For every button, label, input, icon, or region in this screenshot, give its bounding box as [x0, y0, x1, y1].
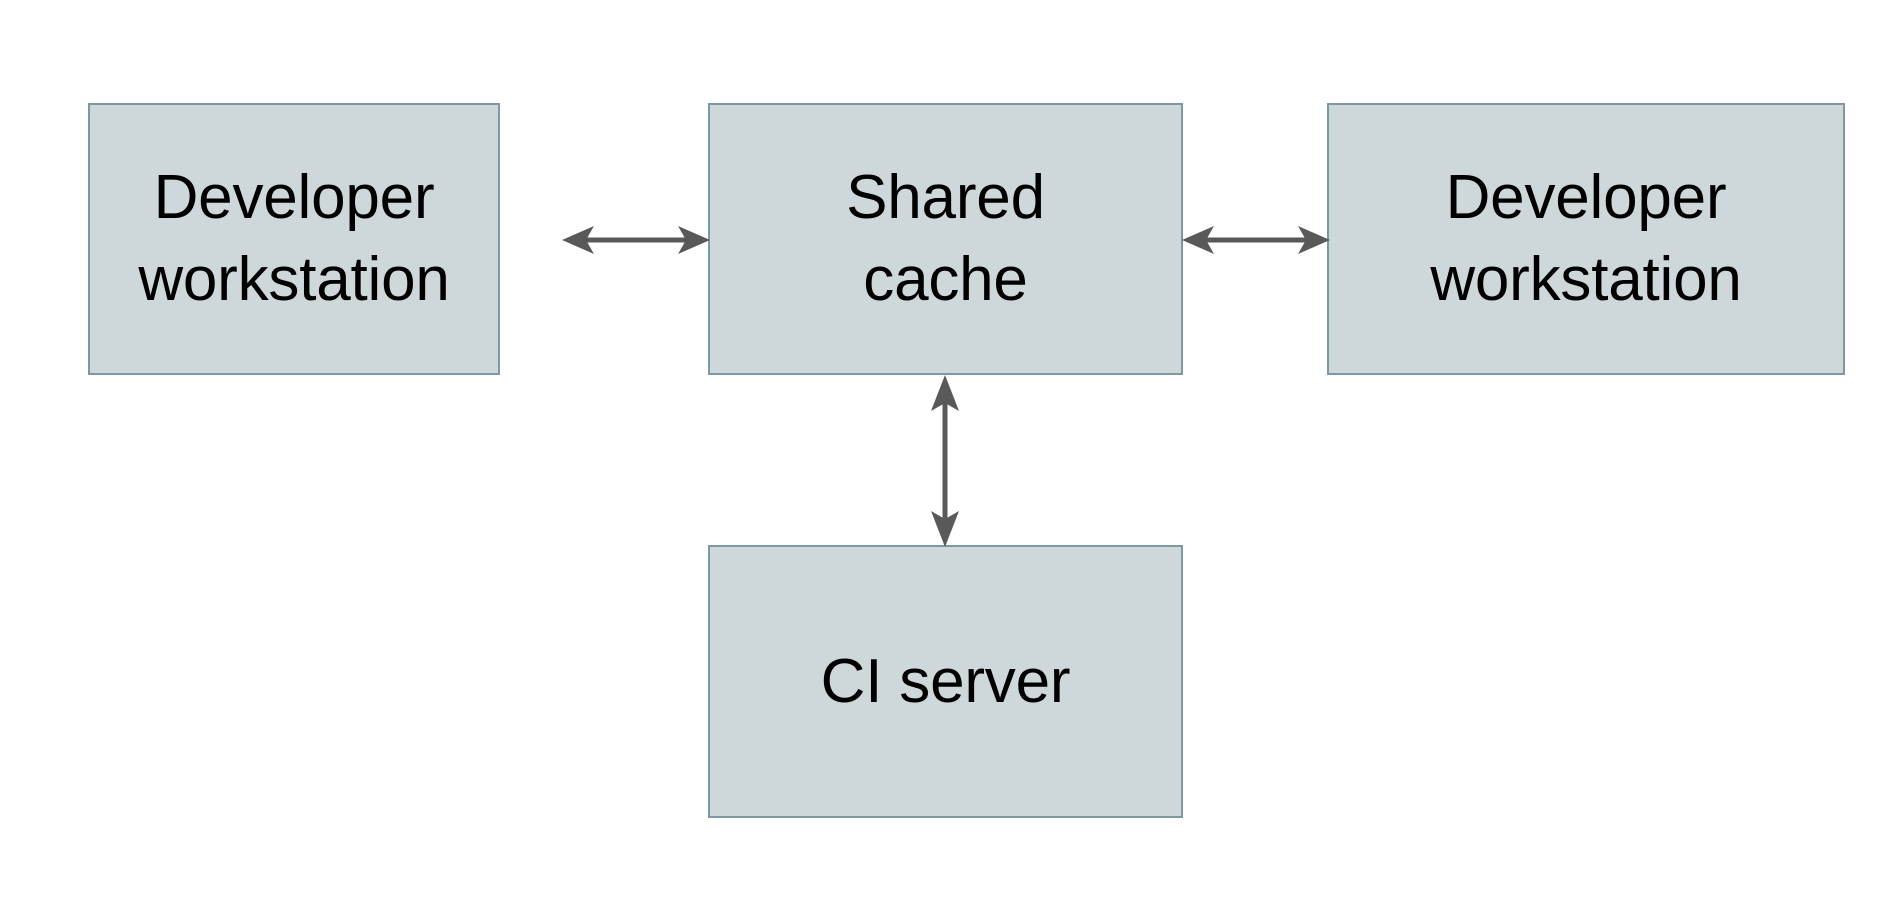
node-developer-workstation-left[interactable]: Developer workstation: [88, 103, 500, 375]
edge-shared-cache-to-ci-server: [910, 373, 980, 549]
node-label: Developer workstation: [138, 163, 450, 314]
node-label: Shared cache: [846, 163, 1045, 314]
double-arrow-horizontal-icon: [1182, 226, 1330, 254]
node-label: Developer workstation: [1430, 163, 1742, 314]
node-developer-workstation-right[interactable]: Developer workstation: [1327, 103, 1845, 375]
edge-developer-left-to-shared-cache: [560, 205, 712, 275]
edge-shared-cache-to-developer-right: [1180, 205, 1332, 275]
double-arrow-vertical-icon: [931, 375, 959, 547]
node-shared-cache[interactable]: Shared cache: [708, 103, 1183, 375]
double-arrow-horizontal-icon: [562, 226, 710, 254]
node-ci-server[interactable]: CI server: [708, 545, 1183, 818]
node-label: CI server: [820, 646, 1071, 716]
